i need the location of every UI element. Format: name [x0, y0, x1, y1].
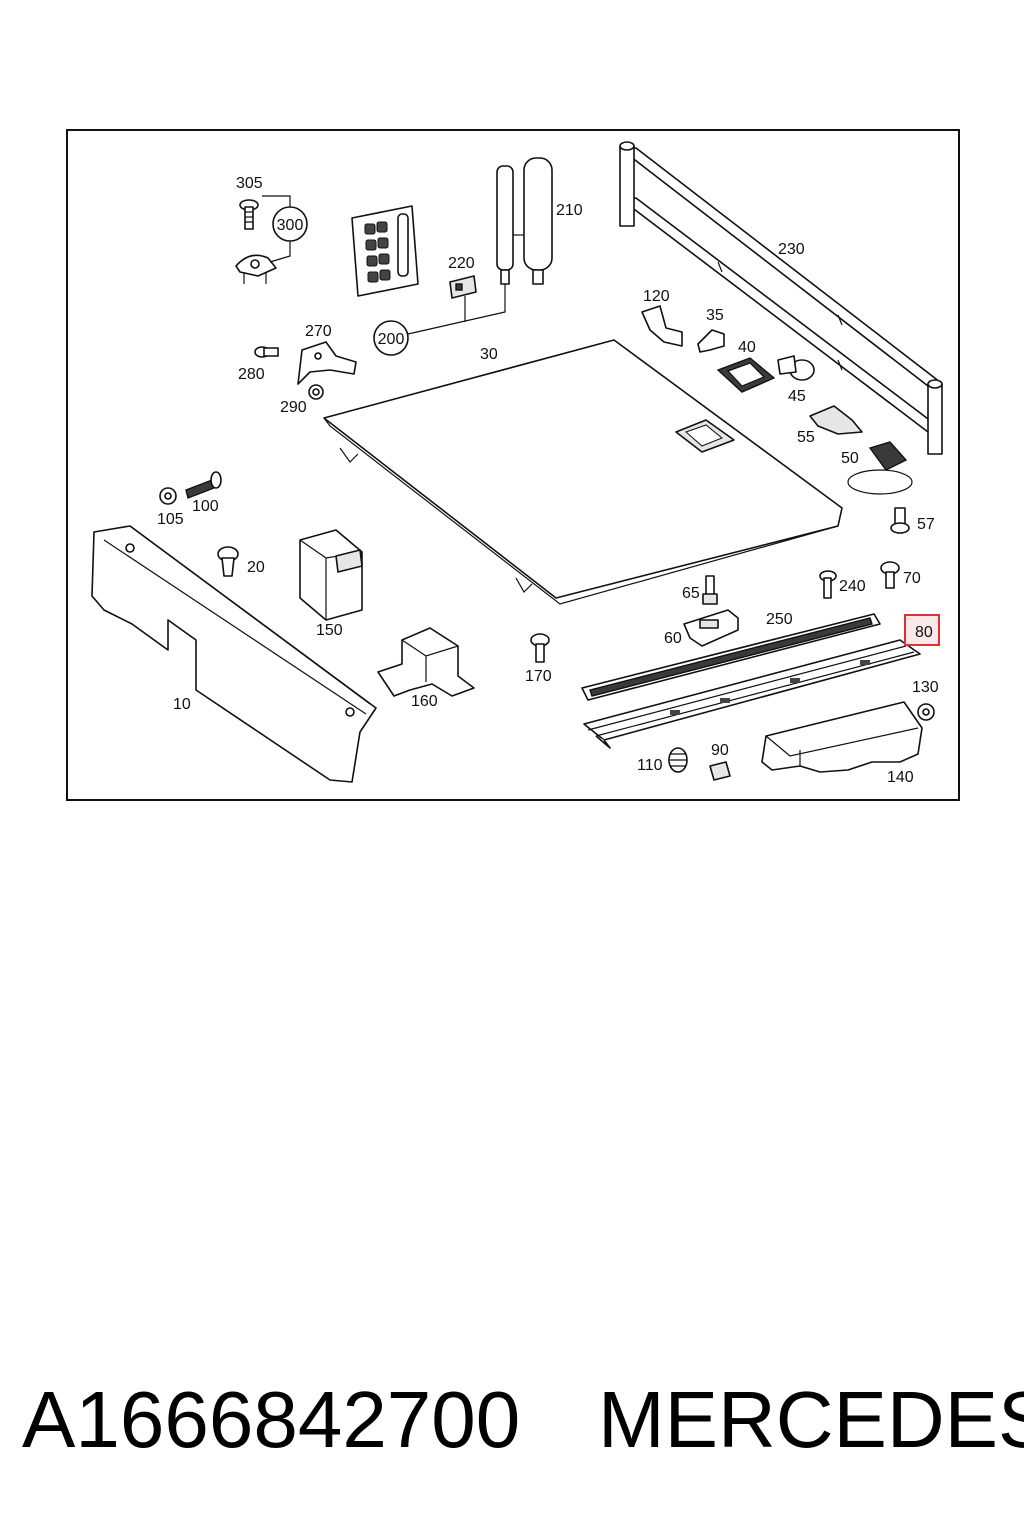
- brand-name: MERCEDES: [598, 1375, 1024, 1464]
- parts-diagram: 305 300 200 220 210 230 120 35 40 45 55 …: [66, 129, 960, 801]
- part-10-side-trim: [91, 525, 377, 783]
- part-90-clip: [709, 761, 731, 781]
- part-210-gas-struts: [496, 157, 553, 285]
- label-210: 210: [556, 202, 583, 219]
- part-130-nut: [917, 703, 935, 721]
- part-30-cover-panel: [323, 339, 843, 605]
- part-35-bracket: [697, 329, 725, 353]
- part-105-washer: [159, 487, 177, 505]
- label-40: 40: [738, 339, 756, 356]
- footer: A1666842700 MERCEDES: [0, 1370, 1024, 1470]
- part-305-screw: [239, 199, 259, 230]
- label-50: 50: [841, 450, 859, 467]
- part-57-bolt: [890, 507, 910, 534]
- part-45-push-button: [777, 355, 815, 381]
- label-110: 110: [637, 757, 663, 774]
- part-60-holder: [683, 609, 739, 647]
- part-50-cable-lock: [847, 441, 913, 495]
- part-170-screw: [530, 633, 550, 663]
- part-220-connector: [449, 275, 477, 299]
- part-100-bolt: [185, 471, 222, 499]
- label-100: 100: [192, 498, 219, 515]
- part-300-clip: [235, 254, 277, 284]
- label-45: 45: [788, 388, 806, 405]
- part-55-latch: [809, 405, 863, 435]
- label-230: 230: [778, 241, 805, 258]
- label-90: 90: [711, 742, 729, 759]
- part-160-bracket: [377, 627, 475, 697]
- label-280: 280: [238, 366, 265, 383]
- part-65-pin: [702, 575, 718, 605]
- part-120-bracket: [641, 305, 683, 347]
- label-160: 160: [411, 693, 438, 710]
- label-290: 290: [280, 399, 307, 416]
- part-270-bracket: [297, 341, 357, 385]
- label-305: 305: [236, 175, 263, 192]
- part-140-cover: [761, 701, 923, 773]
- part-240-screw: [819, 570, 837, 599]
- label-150: 150: [316, 622, 343, 639]
- part-40-handle: [716, 357, 776, 393]
- diagram-frame: [66, 129, 960, 801]
- label-105: 105: [157, 511, 184, 528]
- part-80-rail: [583, 639, 921, 749]
- label-170: 170: [525, 668, 552, 685]
- part-250-seal-strip: [581, 613, 881, 701]
- part-number: A1666842700: [22, 1375, 521, 1464]
- label-200: 200: [378, 331, 405, 348]
- label-60: 60: [664, 630, 682, 647]
- label-65: 65: [682, 585, 700, 602]
- label-120: 120: [643, 288, 670, 305]
- label-130: 130: [912, 679, 939, 696]
- leader-300: [262, 195, 291, 263]
- callout-circle-200: [373, 320, 409, 356]
- label-140: 140: [887, 769, 914, 786]
- highlight-box-80: [904, 614, 940, 646]
- part-230-rail-frame: [619, 141, 943, 455]
- part-20-clip: [217, 546, 239, 577]
- part-70-screw: [880, 561, 900, 589]
- part-280-screw: [254, 346, 279, 358]
- label-70: 70: [903, 570, 921, 587]
- part-110-grommet: [668, 747, 688, 773]
- label-35: 35: [706, 307, 724, 324]
- label-57: 57: [917, 516, 935, 533]
- label-250: 250: [766, 611, 793, 628]
- label-80: 80: [915, 624, 933, 641]
- label-30: 30: [480, 346, 498, 363]
- label-240: 240: [839, 578, 866, 595]
- label-10: 10: [173, 696, 191, 713]
- label-220: 220: [448, 255, 475, 272]
- leader-200: [407, 284, 506, 335]
- label-55: 55: [797, 429, 815, 446]
- part-200-switch-panel: [351, 205, 419, 297]
- label-20: 20: [247, 559, 265, 576]
- label-300: 300: [277, 217, 304, 234]
- part-150-module: [299, 529, 363, 621]
- part-290-nut: [308, 384, 324, 400]
- label-270: 270: [305, 323, 332, 340]
